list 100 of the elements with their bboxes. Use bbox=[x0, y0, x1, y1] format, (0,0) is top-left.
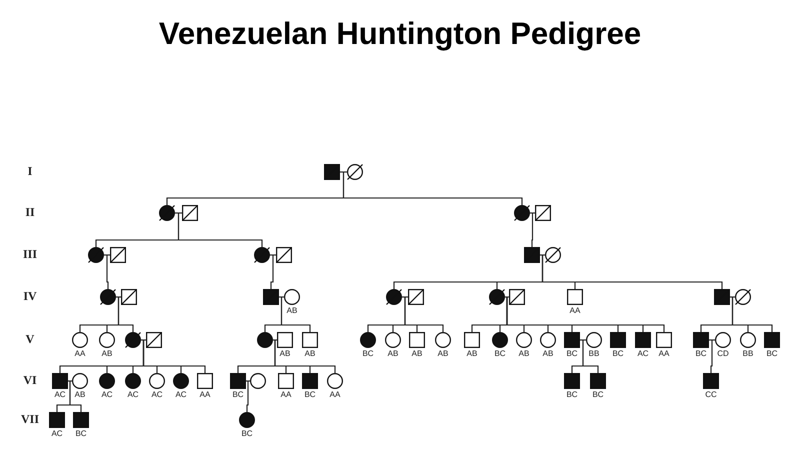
genotype-label: AC bbox=[53, 390, 67, 399]
genotype-label: BC bbox=[493, 349, 507, 358]
descent-line bbox=[104, 254, 109, 289]
descent-line bbox=[68, 380, 82, 412]
filled-square-symbol bbox=[564, 332, 580, 348]
filled-square-symbol-with-slash bbox=[263, 289, 279, 305]
genotype-label: AA bbox=[74, 349, 86, 358]
filled-circle-symbol-with-slash bbox=[100, 289, 116, 305]
descent-line bbox=[530, 212, 534, 247]
square-symbol bbox=[567, 289, 583, 305]
square-symbol bbox=[409, 332, 425, 348]
circle-symbol-with-slash bbox=[347, 164, 363, 180]
circle-symbol bbox=[72, 373, 88, 389]
generation-numeral: V bbox=[24, 332, 36, 347]
genotype-label: AA bbox=[328, 390, 342, 399]
genotype-label: BC bbox=[591, 390, 605, 399]
filled-circle-symbol-with-slash bbox=[514, 205, 530, 221]
descent-line bbox=[279, 296, 311, 332]
genotype-label: AB bbox=[436, 349, 450, 358]
filled-square-symbol bbox=[230, 373, 246, 389]
genotype-label: AA bbox=[568, 306, 582, 315]
square-symbol bbox=[278, 373, 294, 389]
genotype-label: BC bbox=[240, 429, 254, 438]
genotype-label: CC bbox=[704, 390, 718, 399]
descent-line bbox=[175, 212, 263, 247]
filled-circle-symbol bbox=[239, 412, 255, 428]
filled-square-symbol-with-slash bbox=[524, 247, 540, 263]
filled-circle-symbol bbox=[492, 332, 508, 348]
filled-square-symbol bbox=[302, 373, 318, 389]
descent-line bbox=[402, 296, 444, 332]
genotype-label: BB bbox=[742, 349, 754, 358]
filled-square-symbol bbox=[693, 332, 709, 348]
circle-symbol bbox=[740, 332, 756, 348]
descent-line bbox=[730, 296, 773, 332]
filled-square-symbol-with-slash bbox=[714, 289, 730, 305]
filled-square-symbol bbox=[764, 332, 780, 348]
genotype-label: AB bbox=[518, 349, 530, 358]
genotype-label: BC bbox=[361, 349, 375, 358]
square-symbol bbox=[656, 332, 672, 348]
genotype-label: AB bbox=[100, 349, 114, 358]
genotype-label: AC bbox=[636, 349, 650, 358]
circle-symbol-with-slash bbox=[545, 247, 561, 263]
square-symbol bbox=[277, 332, 293, 348]
circle-symbol bbox=[149, 373, 165, 389]
square-symbol-with-slash bbox=[509, 289, 525, 305]
filled-circle-symbol bbox=[257, 332, 273, 348]
circle-symbol bbox=[540, 332, 556, 348]
filled-square-symbol bbox=[703, 373, 719, 389]
square-symbol-with-slash bbox=[276, 247, 292, 263]
filled-circle-symbol-with-slash bbox=[489, 289, 505, 305]
filled-circle-symbol bbox=[360, 332, 376, 348]
descent-line bbox=[116, 296, 134, 332]
descent-line bbox=[270, 254, 274, 289]
genotype-label: AC bbox=[50, 429, 64, 438]
generation-numeral: VI bbox=[22, 373, 38, 388]
filled-circle-symbol bbox=[125, 373, 141, 389]
genotype-label: AB bbox=[410, 349, 424, 358]
genotype-label: BC bbox=[565, 349, 579, 358]
genotype-label: BC bbox=[231, 390, 245, 399]
filled-square-symbol bbox=[635, 332, 651, 348]
genotype-label: BB bbox=[588, 349, 600, 358]
filled-circle-symbol-with-slash bbox=[125, 332, 141, 348]
square-symbol bbox=[197, 373, 213, 389]
filled-square-symbol bbox=[52, 373, 68, 389]
generation-numeral: IV bbox=[22, 289, 38, 304]
genotype-label: AC bbox=[126, 390, 140, 399]
circle-symbol bbox=[99, 332, 115, 348]
descent-line bbox=[273, 339, 336, 373]
genotype-label: AB bbox=[304, 349, 316, 358]
square-symbol bbox=[302, 332, 318, 348]
filled-circle-symbol-with-slash bbox=[254, 247, 270, 263]
filled-circle-symbol bbox=[173, 373, 189, 389]
genotype-label: AB bbox=[542, 349, 554, 358]
square-symbol-with-slash bbox=[535, 205, 551, 221]
descent-line bbox=[141, 339, 206, 373]
descent-line bbox=[709, 339, 713, 373]
square-symbol-with-slash bbox=[182, 205, 198, 221]
generation-numeral: II bbox=[24, 205, 36, 220]
generation-numeral: I bbox=[26, 164, 34, 179]
genotype-label: BC bbox=[694, 349, 708, 358]
square-symbol-with-slash bbox=[121, 289, 137, 305]
square-symbol-with-slash bbox=[146, 332, 162, 348]
genotype-label: AC bbox=[150, 390, 164, 399]
genotype-label: BC bbox=[565, 390, 579, 399]
genotype-label: CD bbox=[716, 349, 730, 358]
genotype-label: BC bbox=[765, 349, 779, 358]
circle-symbol bbox=[385, 332, 401, 348]
filled-square-symbol bbox=[73, 412, 89, 428]
diagram-title: Venezuelan Huntington Pedigree bbox=[158, 16, 642, 52]
filled-circle-symbol-with-slash bbox=[88, 247, 104, 263]
circle-symbol bbox=[435, 332, 451, 348]
filled-square-symbol bbox=[610, 332, 626, 348]
circle-symbol bbox=[516, 332, 532, 348]
circle-symbol-with-slash bbox=[735, 289, 751, 305]
descent-line bbox=[540, 254, 723, 289]
genotype-label: AB bbox=[466, 349, 478, 358]
circle-symbol bbox=[250, 373, 266, 389]
genotype-label: AB bbox=[386, 349, 400, 358]
filled-square-symbol bbox=[49, 412, 65, 428]
generation-numeral: VII bbox=[20, 412, 40, 427]
